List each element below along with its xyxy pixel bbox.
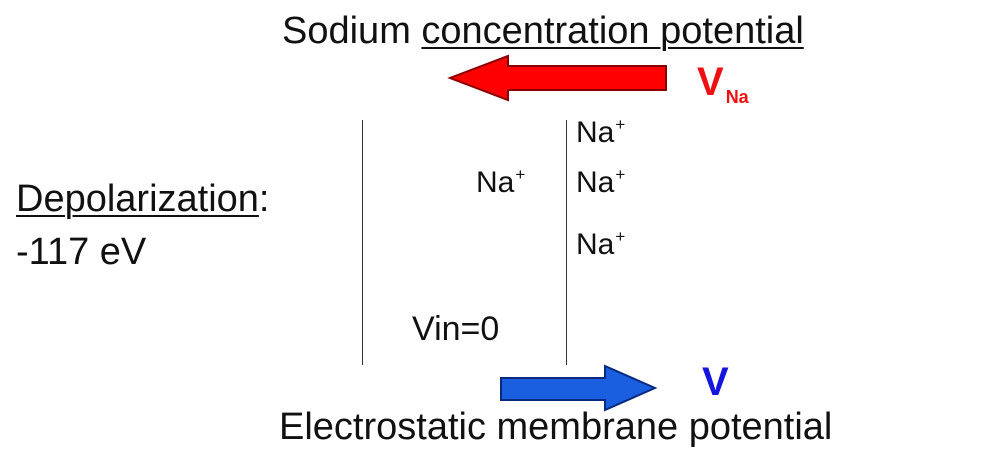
blue-arrow [500, 364, 658, 412]
depolarization-value: -117 eV [16, 231, 147, 273]
depolarization-word: Depolarization [16, 178, 259, 220]
ion-base: Na [576, 166, 615, 199]
bottom-title: Electrostatic membrane potential [279, 406, 833, 448]
depolarization-colon: : [258, 178, 270, 220]
top-title-prefix: Sodium [282, 10, 411, 52]
ion-base: Na [476, 166, 515, 199]
ion-inside: Na+ [476, 165, 526, 199]
depolarization-label: Depolarization: [16, 180, 269, 218]
red-arrow-shape [447, 54, 667, 102]
membrane-left-line [362, 120, 363, 365]
ion-base: Na [576, 116, 615, 149]
membrane-right-line [566, 120, 567, 365]
top-title-underlined: concentration potential [421, 10, 804, 52]
vna-sub: Na [725, 87, 749, 107]
top-title: Sodium concentration potential [282, 12, 804, 50]
ion-charge: + [615, 115, 626, 134]
vna-main: V [697, 60, 724, 104]
ion-base: Na [576, 228, 615, 261]
ion-outside-middle: Na+ [576, 165, 626, 199]
blue-arrow-shape [500, 364, 658, 412]
ion-charge: + [615, 165, 626, 184]
ion-charge: + [515, 165, 526, 184]
ion-charge: + [615, 227, 626, 246]
ion-outside-top: Na+ [576, 115, 626, 149]
vin-label: Vin=0 [412, 310, 500, 348]
v-label: V [702, 360, 729, 404]
ion-outside-bottom: Na+ [576, 227, 626, 261]
red-arrow [447, 54, 667, 102]
